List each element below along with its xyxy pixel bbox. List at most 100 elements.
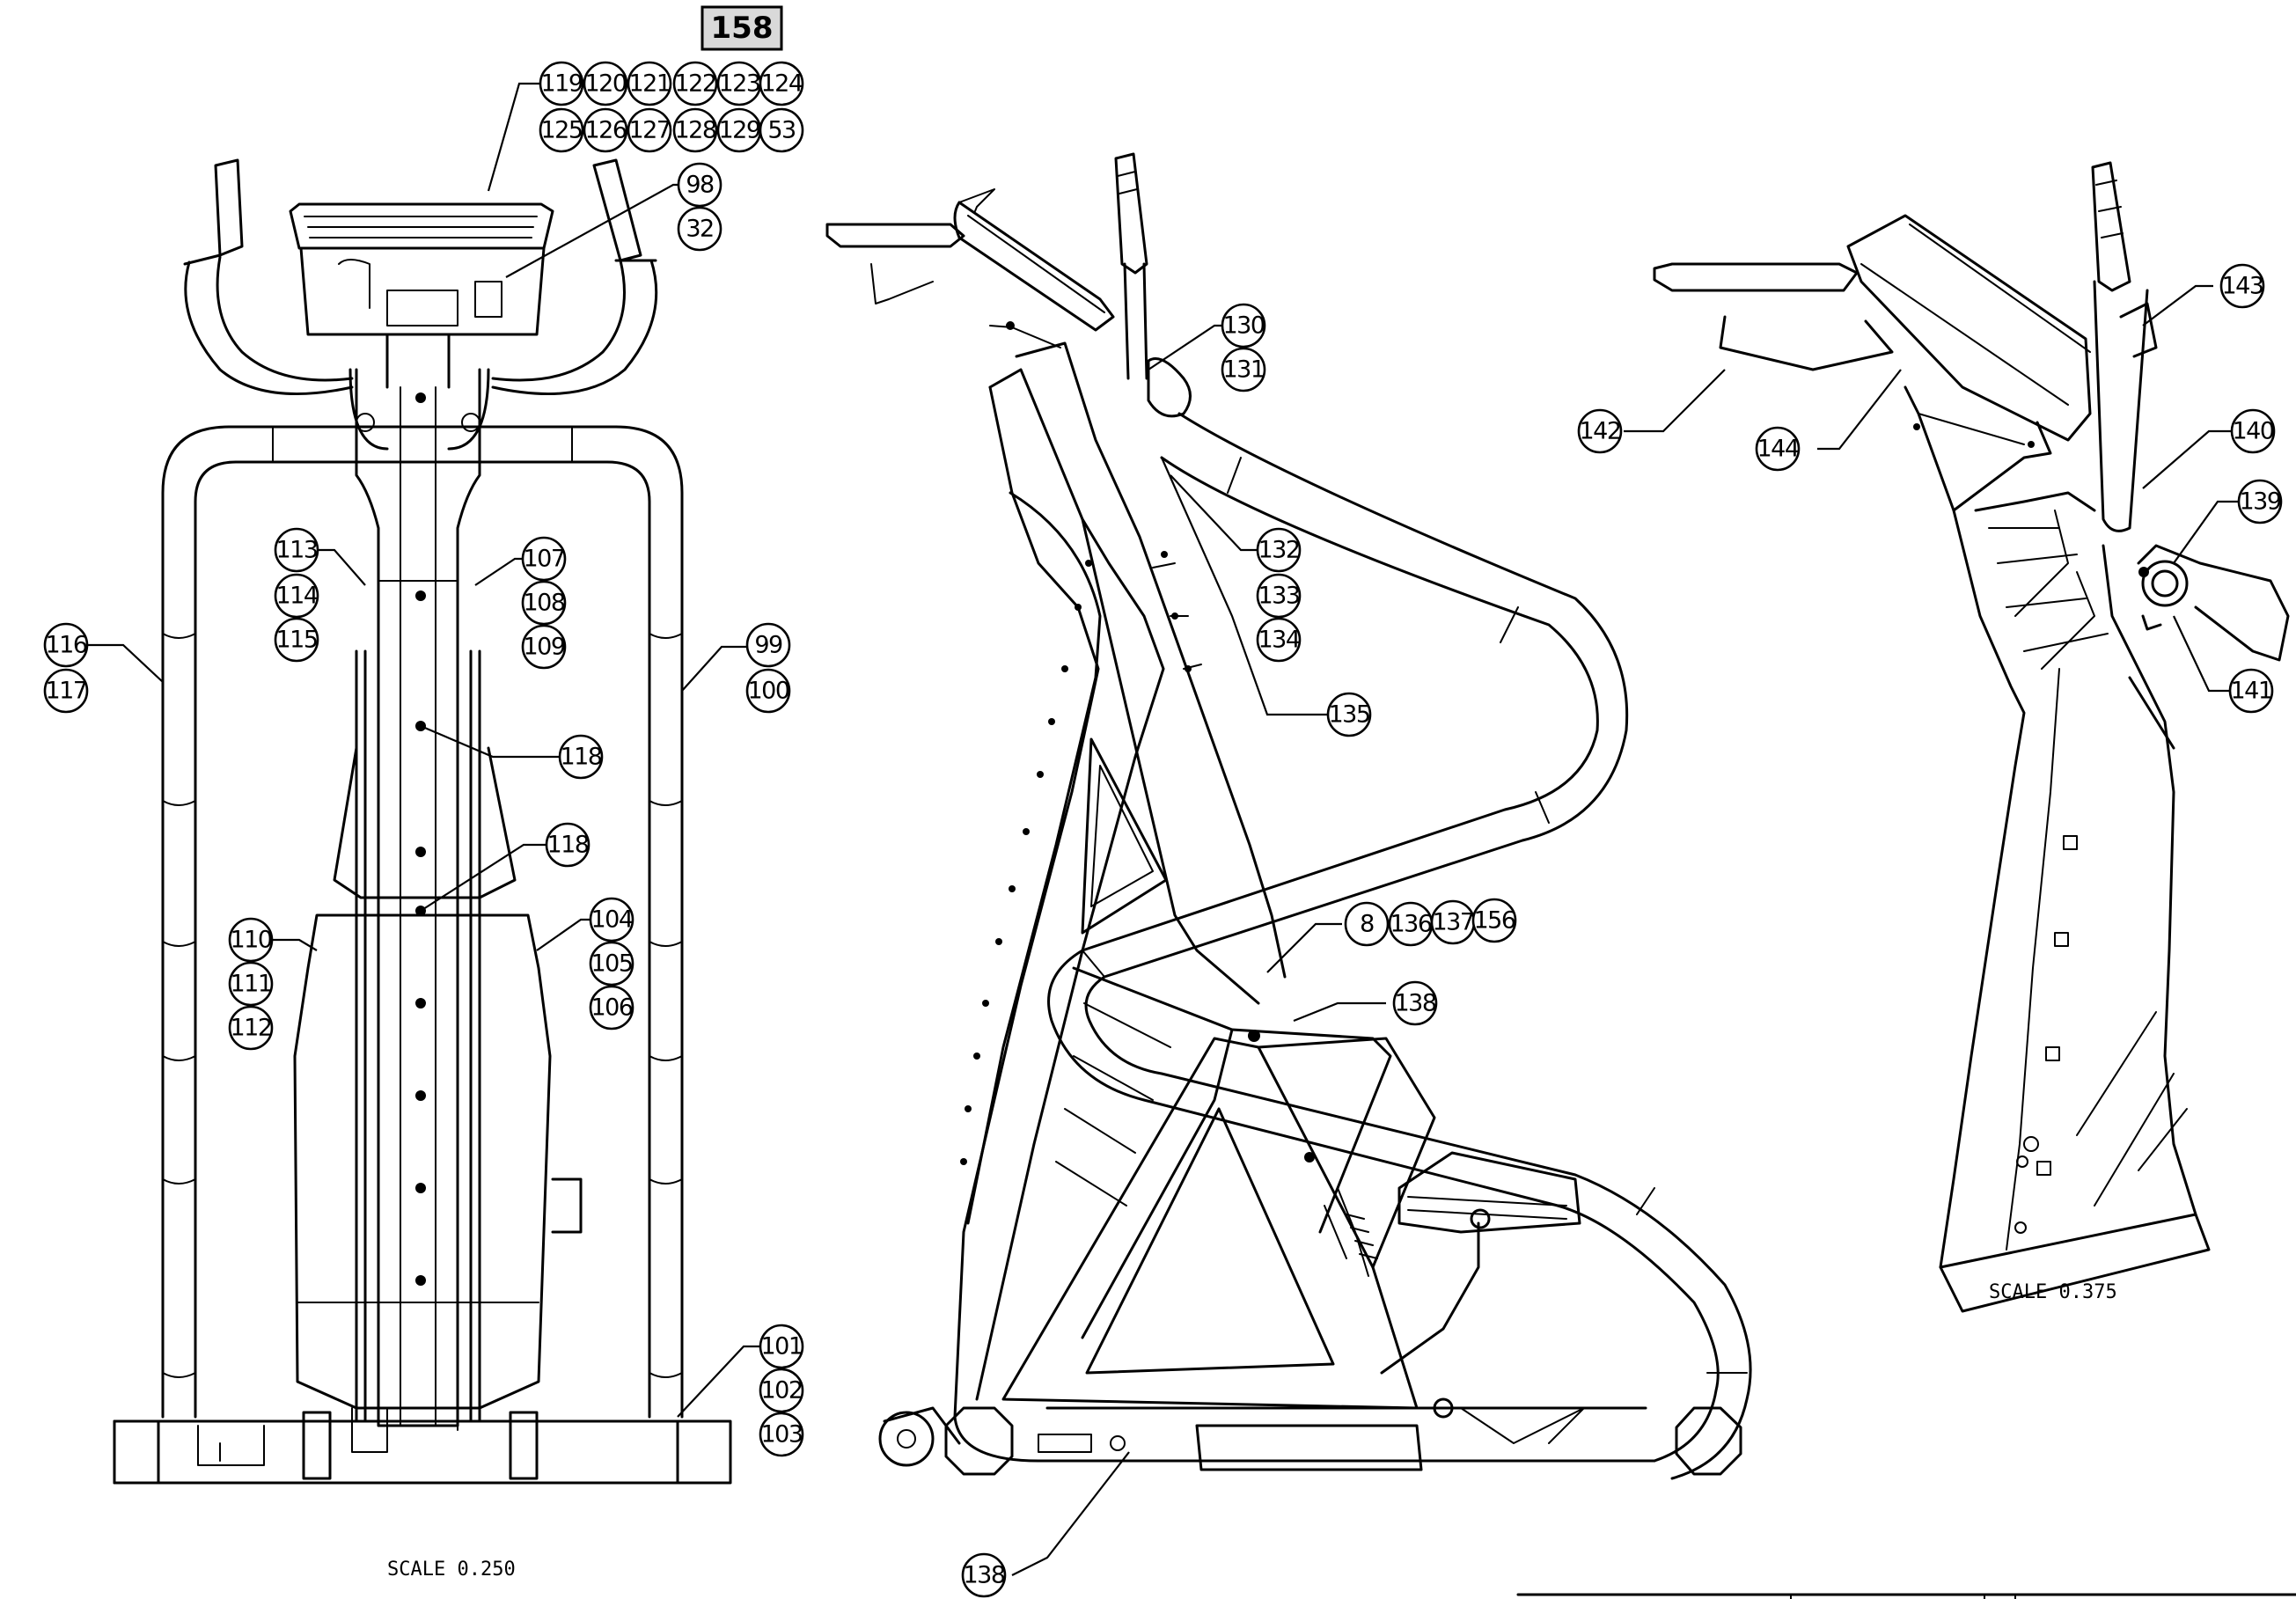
svg-text:108: 108 [523, 590, 564, 617]
callout-bubble: 156 [1471, 898, 1516, 943]
callout-bubble: 107 [521, 536, 567, 582]
callout-bubble: 143 [2219, 263, 2264, 309]
svg-text:131: 131 [1222, 356, 1264, 384]
svg-text:107: 107 [523, 546, 564, 573]
svg-text:102: 102 [760, 1377, 802, 1405]
callout-bubble: 8 [1344, 901, 1390, 947]
callout-bubble: 116 [43, 622, 88, 668]
callout-bubble: 140 [2230, 408, 2275, 454]
svg-text:109: 109 [523, 634, 564, 661]
svg-text:138: 138 [1394, 990, 1435, 1017]
callout-bubble: 111 [228, 961, 274, 1007]
svg-text:8: 8 [1360, 911, 1374, 938]
callout-bubble: 137 [1430, 899, 1476, 945]
callout-bubble: 119 [539, 61, 583, 106]
svg-text:118: 118 [546, 832, 588, 859]
svg-text:113: 113 [275, 537, 317, 564]
leader-lines [84, 82, 2240, 1576]
svg-text:132: 132 [1258, 537, 1299, 564]
callout-bubble: 125 [539, 107, 584, 153]
svg-text:121: 121 [628, 70, 670, 98]
callout-bubble: 142 [1577, 408, 1623, 454]
svg-text:112: 112 [230, 1015, 271, 1042]
svg-text:114: 114 [275, 583, 317, 610]
svg-text:100: 100 [747, 678, 789, 705]
title-block-edge [1516, 1593, 2296, 1599]
callout-bubble: 126 [583, 107, 627, 153]
svg-text:139: 139 [2239, 488, 2280, 516]
callout-bubble: 124 [759, 61, 803, 106]
svg-text:156: 156 [1473, 907, 1515, 935]
callout-bubble: 110 [228, 917, 273, 963]
svg-text:141: 141 [2230, 678, 2271, 705]
callout-bubble: 118 [558, 734, 603, 780]
svg-text:104: 104 [591, 906, 632, 934]
callout-bubble: 106 [589, 985, 634, 1031]
callout-bubble: 109 [521, 624, 566, 670]
callout-bubble: 115 [274, 617, 319, 663]
side-view: SCALE 0.375 [825, 152, 2117, 1480]
svg-text:142: 142 [1579, 418, 1620, 445]
svg-text:135: 135 [1328, 701, 1369, 729]
callout-bubble: 105 [589, 941, 635, 987]
callout-bubble: 133 [1256, 573, 1301, 619]
svg-text:115: 115 [275, 627, 317, 654]
callout-bubble: 129 [716, 107, 761, 153]
callout-bubble: 128 [672, 107, 717, 153]
callout-bubble: 117 [43, 668, 89, 714]
callout-bubble: 123 [716, 61, 761, 106]
svg-text:136: 136 [1390, 911, 1431, 938]
svg-text:120: 120 [584, 70, 626, 98]
svg-text:130: 130 [1222, 312, 1264, 340]
svg-text:122: 122 [674, 70, 715, 98]
svg-text:123: 123 [718, 70, 759, 98]
callout-bubble: 132 [1256, 527, 1302, 573]
callout-bubble: 135 [1326, 692, 1372, 737]
callout-bubble: 120 [583, 61, 627, 106]
svg-text:124: 124 [760, 70, 802, 98]
callout-bubble: 121 [627, 61, 672, 106]
callout-bubble: 103 [759, 1412, 803, 1457]
svg-text:133: 133 [1258, 583, 1299, 610]
callout-bubble: 32 [677, 206, 723, 252]
svg-text:126: 126 [584, 117, 626, 144]
svg-text:117: 117 [45, 678, 86, 705]
svg-text:137: 137 [1432, 909, 1473, 936]
svg-text:103: 103 [760, 1421, 802, 1449]
svg-text:125: 125 [540, 117, 582, 144]
svg-text:101: 101 [760, 1333, 802, 1361]
callout-bubble: 104 [589, 897, 634, 943]
svg-text:118: 118 [560, 744, 601, 771]
svg-text:128: 128 [674, 117, 715, 144]
svg-text:140: 140 [2232, 418, 2273, 445]
callout-bubble: 114 [274, 573, 319, 619]
detail-view [1653, 161, 2290, 1313]
assembly-tag: 158 [701, 5, 783, 51]
svg-text:129: 129 [718, 117, 759, 144]
callout-bubble: 138 [961, 1552, 1006, 1598]
callout-bubble: 144 [1755, 426, 1800, 472]
callout-bubble: 101 [759, 1324, 804, 1369]
svg-text:111: 111 [230, 971, 271, 998]
svg-text:158: 158 [711, 11, 774, 46]
svg-text:134: 134 [1258, 627, 1299, 654]
front-view-scale: SCALE 0.250 [387, 1559, 516, 1581]
callout-bubble: 122 [672, 61, 718, 106]
svg-text:106: 106 [591, 994, 632, 1022]
callout-bubble: 53 [759, 107, 804, 153]
svg-text:138: 138 [963, 1562, 1004, 1589]
svg-text:119: 119 [540, 70, 582, 98]
callout-bubble: 131 [1221, 347, 1266, 392]
svg-text:110: 110 [230, 927, 271, 954]
svg-text:105: 105 [591, 950, 632, 978]
callout-bubble: 141 [2228, 668, 2274, 714]
callout-bubble: 99 [745, 622, 791, 668]
callout-bubble: 100 [745, 668, 790, 714]
callouts: 119 120 121 122 123 124 125 126 127 128 … [43, 61, 2282, 1598]
front-view: SCALE 0.250 [113, 158, 732, 1581]
callout-bubble: 98 [677, 162, 723, 208]
callout-bubble: 134 [1256, 617, 1301, 663]
svg-text:98: 98 [686, 172, 714, 199]
svg-text:116: 116 [45, 632, 86, 659]
svg-text:144: 144 [1757, 436, 1798, 463]
